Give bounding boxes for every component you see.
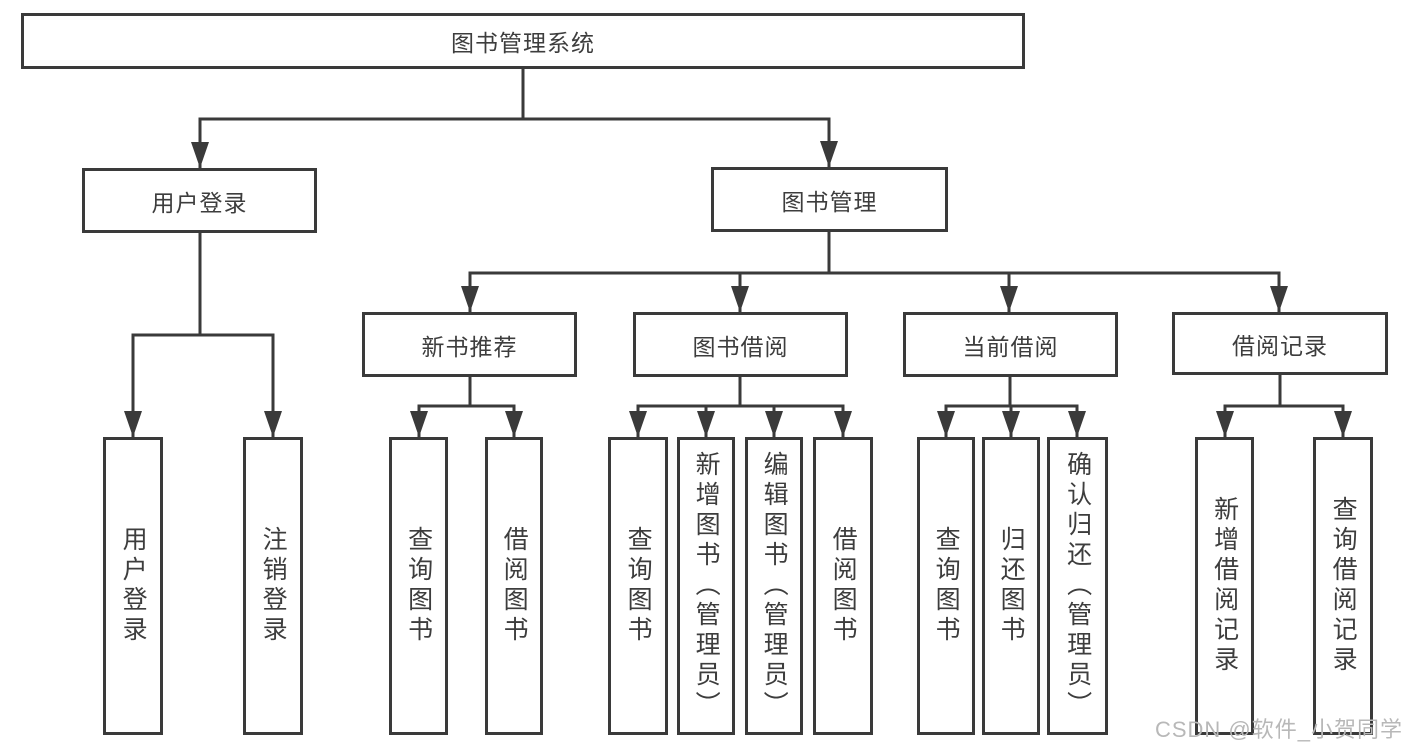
node-label: 图书管理: [781, 188, 878, 215]
node-label: 图书管理系统: [451, 30, 595, 56]
node-label: 注销登录: [259, 526, 288, 646]
leaf-query-books-borrowing: 查询图书: [608, 437, 668, 735]
node-current-borrowing: 当前借阅: [903, 312, 1118, 377]
leaf-query-borrowing-record: 查询借阅记录: [1313, 437, 1373, 735]
node-label: 查询借阅记录: [1329, 496, 1358, 676]
leaf-add-borrowing-record: 新增借阅记录: [1195, 437, 1254, 735]
node-new-book-recommendation: 新书推荐: [362, 312, 577, 377]
node-library-management-system: 图书管理系统: [21, 13, 1025, 69]
node-label: 新增图书（管理员）: [692, 451, 721, 721]
node-label: 用户登录: [151, 189, 248, 216]
node-label: 当前借阅: [962, 333, 1059, 360]
node-label: 借阅图书: [500, 526, 529, 646]
node-label: 新书推荐: [421, 333, 518, 360]
node-book-management: 图书管理: [711, 167, 948, 232]
leaf-return-books: 归还图书: [982, 437, 1040, 735]
leaf-borrow-books: 借阅图书: [813, 437, 873, 735]
leaf-logout: 注销登录: [243, 437, 303, 735]
node-label: 借阅记录: [1232, 332, 1328, 359]
leaf-borrow-books-recommendation: 借阅图书: [485, 437, 543, 735]
node-label: 确认归还（管理员）: [1063, 451, 1092, 721]
arrowheads: [124, 141, 1352, 437]
node-label: 查询图书: [932, 526, 961, 646]
node-label: 查询图书: [624, 526, 653, 646]
node-label: 编辑图书（管理员）: [760, 451, 789, 721]
leaf-user-login: 用户登录: [103, 437, 163, 735]
leaf-query-books-recommendation: 查询图书: [389, 437, 448, 735]
leaf-add-books-admin: 新增图书（管理员）: [677, 437, 735, 735]
leaf-edit-books-admin: 编辑图书（管理员）: [745, 437, 803, 735]
node-user-login: 用户登录: [82, 168, 317, 233]
node-label: 归还图书: [997, 526, 1026, 646]
leaf-confirm-return-admin: 确认归还（管理员）: [1047, 437, 1108, 735]
node-label: 借阅图书: [829, 526, 858, 646]
node-label: 用户登录: [119, 526, 148, 646]
leaf-query-books-current: 查询图书: [917, 437, 975, 735]
node-borrowing-records: 借阅记录: [1172, 312, 1388, 375]
node-book-borrowing: 图书借阅: [633, 312, 848, 377]
node-label: 查询图书: [404, 526, 433, 646]
node-label: 新增借阅记录: [1210, 496, 1239, 676]
node-label: 图书借阅: [692, 333, 789, 360]
